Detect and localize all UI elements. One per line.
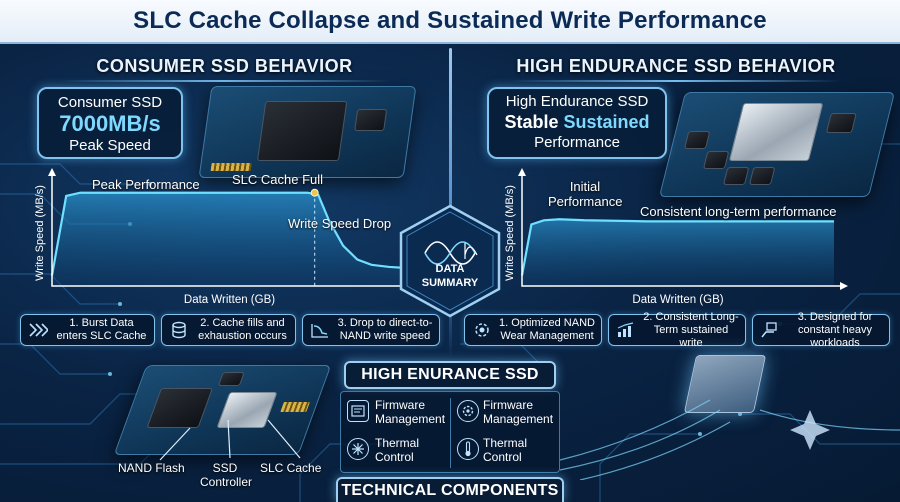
he-spec-headline: Stable Sustained	[489, 110, 665, 134]
high-endurance-spec-box: High Endurance SSD Stable Sustained Perf…	[487, 87, 667, 159]
consumer-chart-ylabel: Write Speed (MB/s)	[34, 185, 46, 281]
write-speed-drop-label: Write Speed Drop	[288, 216, 392, 231]
sparkle-icon	[790, 410, 830, 450]
he-step-2-text: 2. Consistent Long-Term sustained write	[643, 310, 739, 349]
he-chart-x-arrow	[840, 282, 848, 290]
consumer-chart: Data Written (GB) Write Speed (MB/s)	[28, 166, 448, 306]
component-callout-lines	[159, 419, 301, 461]
page-title: SLC Cache Collapse and Sustained Write P…	[133, 7, 767, 34]
drop-curve-icon	[309, 319, 331, 341]
consumer-step-1: 1. Burst Data enters SLC Cache	[20, 314, 155, 346]
ssd-controller-label: SSD Controller	[200, 461, 253, 489]
he-chart-area	[522, 219, 834, 286]
thermometer-icon	[457, 438, 479, 460]
light-streaks	[560, 399, 900, 480]
data-summary-line1: DATA	[435, 263, 465, 275]
consumer-spec-box: Consumer SSD 7000MB/s Peak Speed	[37, 87, 183, 159]
he-chip-e	[825, 113, 857, 133]
panel-divider	[449, 48, 452, 358]
initial-performance-label: Initial Performance	[548, 179, 623, 209]
section-title: HIGH ENURANCE SSD	[361, 366, 539, 383]
firmware-icon	[347, 400, 369, 422]
left-panel-title: CONSUMER SSD BEHAVIOR	[96, 56, 353, 76]
he-spec-caption: Performance	[534, 134, 620, 151]
consumer-chart-area	[52, 192, 407, 286]
consumer-controller-chip	[256, 101, 348, 161]
consumer-step-1-text: 1. Burst Data enters SLC Cache	[56, 317, 147, 342]
features-divider	[450, 398, 451, 468]
consumer-step-3-text: 3. Drop to direct-to-NAND write speed	[337, 317, 433, 342]
high-endurance-chart: Data Written (GB) Write Speed (MB/s)	[498, 166, 898, 306]
gear-chip-icon	[471, 319, 493, 341]
consistent-performance-label: Consistent long-term performance	[640, 204, 837, 219]
he-chart-xlabel: Data Written (GB)	[632, 294, 723, 306]
peak-performance-label: Peak Performance	[92, 177, 200, 192]
he-spec-label: High Endurance SSD	[505, 93, 649, 110]
consumer-ssd-board	[198, 86, 417, 178]
chevrons-icon	[27, 319, 49, 341]
right-panel-title: HIGH ENDURANCE SSD BEHAVIOR	[516, 56, 836, 76]
data-summary-label: DATA SUMMARY	[407, 262, 493, 290]
high-endurance-chart-svg: Data Written (GB) Write Speed (MB/s)	[504, 168, 848, 306]
left-title-underline	[60, 80, 390, 82]
header-bar: SLC Cache Collapse and Sustained Write P…	[0, 0, 900, 44]
consumer-small-chip	[354, 109, 388, 131]
he-step-1: 1. Optimized NAND Wear Management	[464, 314, 602, 346]
consumer-spec-label: Consumer SSD	[57, 94, 163, 111]
thermal-snowflake-icon	[347, 438, 369, 460]
hand-chip-icon	[759, 319, 781, 341]
he-chart-y-arrow	[518, 168, 526, 176]
consumer-chart-y-arrow	[48, 168, 56, 176]
data-summary-hexagon	[399, 204, 501, 318]
consumer-spec-caption: Peak Speed	[69, 137, 151, 154]
cache-full-marker	[310, 188, 319, 197]
he-chart-axes	[521, 172, 844, 287]
he-step-1-text: 1. Optimized NAND Wear Management	[499, 317, 595, 342]
he-sustained-word: Sustained	[563, 112, 650, 132]
he-chart-line	[520, 218, 834, 276]
consumer-chart-line	[50, 191, 408, 276]
firmware-left-text: Firmware Management	[375, 398, 446, 426]
he-step-3-text: 3. Designed for constant heavy workloads	[797, 310, 873, 349]
controller-chip-small	[217, 372, 245, 386]
consumer-peak-speed: 7000MB/s	[59, 111, 161, 136]
nand-flash-label: NAND Flash	[118, 461, 185, 475]
consumer-chart-xlabel: Data Written (GB)	[184, 294, 275, 306]
footer-title: TECHNICAL COMPONENTS	[341, 481, 559, 499]
dna-icon	[424, 241, 476, 265]
he-chart-ylabel: Write Speed (MB/s)	[504, 185, 516, 281]
he-controller-chip	[728, 103, 824, 161]
he-step-3: 3. Designed for constant heavy workloads	[752, 311, 890, 349]
he-step-2: 2. Consistent Long-Term sustained write	[608, 311, 746, 349]
firmware-gear-icon	[457, 400, 479, 422]
section-title-box: HIGH ENURANCE SSD	[344, 361, 556, 389]
consumer-chart-svg: Data Written (GB) Write Speed (MB/s)	[34, 168, 421, 306]
consumer-chart-axes	[51, 172, 417, 287]
database-icon	[168, 319, 190, 341]
slc-cache-full-label: SLC Cache Full	[232, 172, 324, 187]
bar-chart-icon	[615, 319, 637, 341]
consumer-step-3: 3. Drop to direct-to-NAND write speed	[302, 314, 440, 346]
he-chip-a	[683, 131, 711, 149]
features-panel: Firmware Management Thermal Control Firm…	[340, 391, 560, 473]
consumer-step-2: 2. Cache fills and exhaustion occurs	[161, 314, 296, 346]
slc-cache-label: SLC Cache	[260, 461, 322, 475]
thermal-right-text: Thermal Control	[483, 436, 528, 464]
thermal-left-text: Thermal Control	[375, 436, 420, 464]
firmware-right-text: Firmware Management	[483, 398, 554, 426]
he-stable-word: Stable	[504, 112, 559, 132]
mini-curve-icon	[464, 243, 478, 259]
consumer-step-2-text: 2. Cache fills and exhaustion occurs	[198, 317, 287, 342]
data-summary-line2: SUMMARY	[421, 277, 479, 289]
footer-box: TECHNICAL COMPONENTS	[336, 477, 564, 502]
right-title-underline	[510, 80, 840, 82]
